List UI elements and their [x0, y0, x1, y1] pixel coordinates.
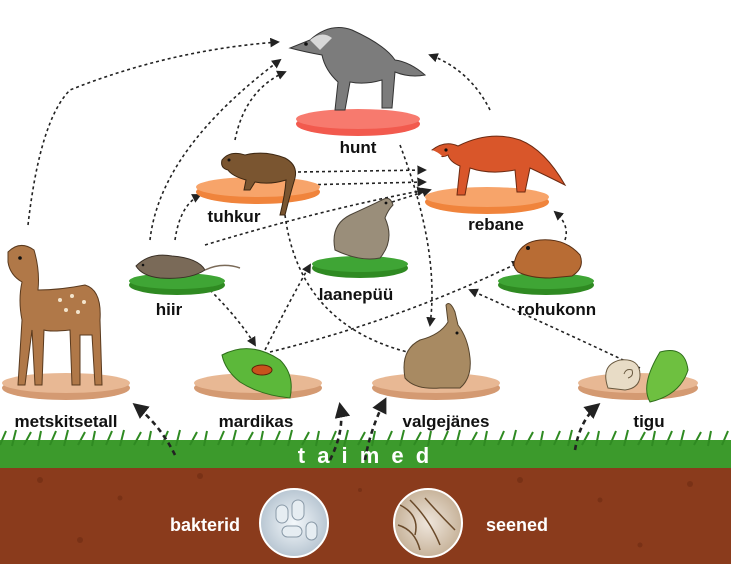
- bacteria-icon: [275, 499, 318, 541]
- node-metskitsetall: metskitsetall: [2, 245, 130, 431]
- mardikas-label: mardikas: [219, 412, 294, 431]
- plants-label: t a i m e d: [298, 443, 432, 468]
- seened-label: seened: [486, 515, 548, 535]
- mouse-icon: [135, 254, 241, 279]
- grass-blades: [0, 429, 729, 447]
- hiir-label: hiir: [156, 300, 183, 319]
- frog-icon: [513, 239, 582, 279]
- node-mardikas: mardikas: [194, 348, 322, 431]
- node-tigu: tigu: [578, 350, 698, 431]
- bakterid-label: bakterid: [170, 515, 240, 535]
- plant-links: [132, 397, 601, 461]
- decomposer-seened: seened: [393, 488, 548, 558]
- node-hunt: hunt: [288, 27, 427, 157]
- laanepyy-label: laanepüü: [319, 285, 394, 304]
- grouse-icon: [333, 197, 394, 260]
- valgejanes-label: valgejänes: [403, 412, 490, 431]
- soil-texture: [37, 473, 693, 548]
- snail-leaf-icon: [605, 350, 689, 403]
- hunt-label: hunt: [340, 138, 377, 157]
- node-laanepyy: laanepüü: [312, 197, 408, 304]
- hare-icon: [403, 303, 471, 389]
- ferret-icon: [221, 152, 296, 216]
- rebane-label: rebane: [468, 215, 524, 234]
- node-rebane: rebane: [425, 135, 567, 234]
- wolf-icon: [288, 27, 427, 111]
- fox-icon: [431, 135, 567, 196]
- grass-strip: [0, 440, 731, 468]
- decomposer-bakterid: bakterid: [170, 488, 329, 558]
- node-tuhkur: tuhkur: [196, 152, 320, 226]
- node-valgejanes: valgejänes: [372, 303, 500, 431]
- metskitsetall-label: metskitsetall: [15, 412, 118, 431]
- beetle-leaf-icon: [221, 348, 292, 399]
- fungi-icon: [397, 497, 456, 551]
- tigu-label: tigu: [633, 412, 664, 431]
- deer-icon: [7, 245, 103, 386]
- bacteria-circle: [259, 488, 329, 558]
- soil-layer: [0, 462, 731, 564]
- tuhkur-label: tuhkur: [208, 207, 261, 226]
- food-links: [27, 37, 641, 369]
- node-hiir: hiir: [129, 254, 241, 319]
- rohukonn-label: rohukonn: [518, 300, 596, 319]
- node-rohukonn: rohukonn: [498, 239, 596, 319]
